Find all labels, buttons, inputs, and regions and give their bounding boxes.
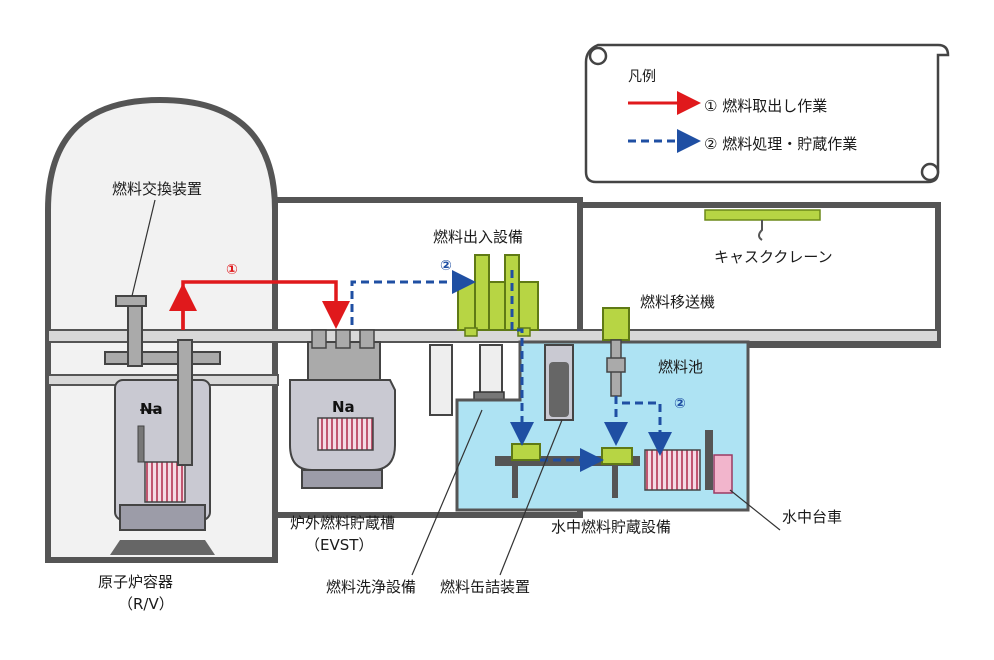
label-cask-crane: キャスククレーン bbox=[714, 248, 833, 266]
label-underwater-storage: 水中燃料貯蔵設備 bbox=[551, 518, 672, 536]
crane-building bbox=[577, 202, 941, 348]
legend-scroll bbox=[584, 43, 950, 184]
route2-line bbox=[350, 270, 672, 472]
label-fuel-washing: 燃料洗浄設備 bbox=[326, 578, 417, 596]
label-reactor-vessel-abbr: （R/V） bbox=[118, 595, 174, 613]
label-reactor-vessel: 原子炉容器 bbox=[98, 573, 174, 591]
underwater-cart-1 bbox=[511, 443, 541, 461]
route2-mark-b: ② bbox=[674, 396, 686, 412]
route2-mark-a: ② bbox=[440, 258, 452, 274]
legend-item-route2: ② 燃料処理・貯蔵作業 bbox=[704, 133, 857, 154]
label-fuel-transfer: 燃料移送機 bbox=[640, 293, 716, 311]
label-fuel-canning: 燃料缶詰装置 bbox=[440, 578, 531, 596]
route1-mark: ① bbox=[226, 262, 238, 278]
label-evst: 炉外燃料貯蔵槽 bbox=[290, 514, 396, 532]
label-fuel-exchange: 燃料交換装置 bbox=[112, 180, 203, 198]
label-underwater-cart: 水中台車 bbox=[782, 508, 843, 526]
label-fuel-pool: 燃料池 bbox=[658, 358, 704, 376]
label-evst-abbr: （EVST） bbox=[305, 536, 374, 554]
legend-item-route1: ① 燃料取出し作業 bbox=[704, 95, 827, 116]
evst-tank bbox=[289, 329, 396, 489]
underwater-cart-2 bbox=[601, 447, 633, 465]
legend-text-route2: 燃料処理・貯蔵作業 bbox=[722, 135, 858, 153]
legend-mark-route2: ② bbox=[704, 135, 718, 153]
legend-mark-route1: ① bbox=[704, 97, 718, 115]
label-fuel-inout: 燃料出入設備 bbox=[433, 228, 524, 246]
fuel-transfer-machine bbox=[602, 307, 630, 397]
legend-title: 凡例 bbox=[628, 69, 656, 85]
legend-text-route1: 燃料取出し作業 bbox=[722, 97, 828, 115]
label-sodium-rv: Na bbox=[140, 400, 163, 418]
cask-crane-rail bbox=[704, 209, 821, 221]
reactor-vessel bbox=[104, 295, 221, 555]
label-sodium-evst: Na bbox=[332, 398, 355, 416]
